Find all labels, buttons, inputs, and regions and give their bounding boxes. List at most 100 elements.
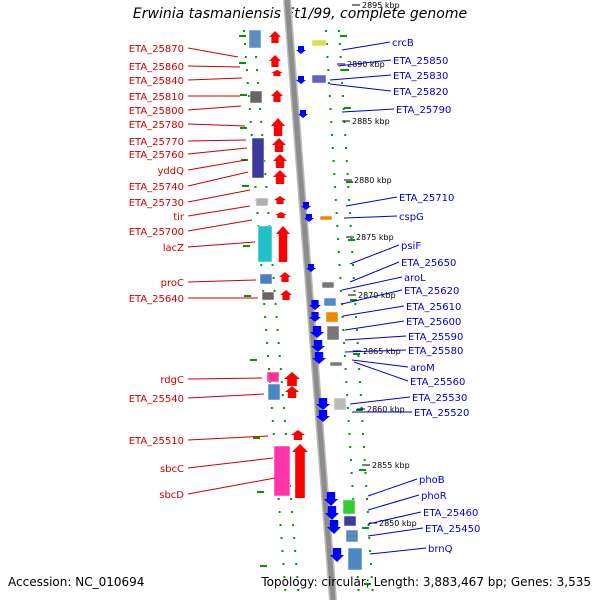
left-gene-labels: ETA_25870ETA_25860ETA_25840ETA_25810ETA_… <box>129 44 276 501</box>
right-gene-label: ETA_25790 <box>396 105 451 116</box>
left-label-leader <box>187 65 241 68</box>
left-gene-label: ETA_25510 <box>129 436 184 447</box>
left-gene-label: ETA_25780 <box>129 120 184 131</box>
gene-box <box>347 547 363 571</box>
track-dot <box>272 277 275 279</box>
track-dot <box>354 303 357 305</box>
left-gene-label: ETA_25870 <box>129 44 184 55</box>
track-dot <box>339 56 342 58</box>
track-dot <box>279 524 282 526</box>
kbp-tick-label: 2885 kbp <box>352 117 390 126</box>
gene-box <box>266 371 280 383</box>
track-dot <box>255 56 258 58</box>
track-dot <box>368 537 371 539</box>
right-label-leader <box>329 83 392 92</box>
kbp-tick-label: 2895 kbp <box>362 1 400 10</box>
left-gene-label: ETA_25700 <box>129 227 184 238</box>
track-dot <box>280 381 283 383</box>
track-dot <box>293 537 296 539</box>
gene-box <box>325 311 339 323</box>
reverse-gene-arrow <box>327 520 341 534</box>
track-dot <box>366 511 369 513</box>
right-gene-label: ETA_25610 <box>406 302 461 313</box>
kbp-tick-label: 2850 kbp <box>379 519 417 528</box>
track-dot <box>326 56 329 58</box>
left-label-leader <box>187 47 239 58</box>
right-label-leader <box>329 74 392 81</box>
forward-gene-arrow <box>271 70 283 76</box>
track-dot <box>265 186 268 188</box>
track-dot <box>359 381 361 383</box>
gene-box <box>343 515 357 527</box>
track-dot <box>330 121 333 123</box>
left-gene-label: ETA_25540 <box>129 394 184 405</box>
right-label-leader <box>367 494 420 511</box>
track-dot <box>328 95 331 97</box>
track-dot <box>350 472 353 474</box>
track-dot <box>348 212 351 214</box>
reverse-gene-arrow <box>325 506 339 520</box>
track-dot <box>352 277 355 279</box>
forward-gene-arrow <box>284 372 300 386</box>
track-dot <box>243 30 245 32</box>
forward-gene-arrow <box>273 154 287 168</box>
reverse-gene-arrow <box>309 300 321 310</box>
track-dot <box>337 251 340 253</box>
track-dot <box>332 160 335 162</box>
track-dot <box>352 498 355 500</box>
left-label-leader <box>187 139 247 142</box>
track-dot <box>271 420 274 422</box>
track-dot <box>267 355 269 357</box>
track-dot <box>349 225 352 227</box>
track-dot <box>338 30 340 32</box>
track-dot <box>348 433 351 435</box>
gene-box <box>249 90 263 104</box>
gene-box <box>255 197 269 207</box>
track-dot <box>260 121 263 123</box>
left-gene-label: ETA_25730 <box>129 198 184 209</box>
gene-box <box>259 273 273 285</box>
left-gene-label: sbcC <box>160 464 184 475</box>
track-dot <box>250 134 253 136</box>
track-dot <box>356 576 359 578</box>
track-dot <box>283 420 286 422</box>
right-gene-label: brnQ <box>428 544 453 555</box>
track-dot <box>344 368 347 370</box>
gene-box <box>321 281 335 289</box>
track-dot <box>343 121 346 123</box>
track-dot <box>247 95 250 97</box>
right-label-leader <box>344 320 405 331</box>
forward-gene-arrow <box>275 212 287 218</box>
track-dot <box>351 251 354 253</box>
reverse-gene-arrow <box>301 202 311 210</box>
track-dot <box>357 589 360 591</box>
right-label-leader <box>341 108 395 113</box>
track-dot <box>278 355 281 357</box>
gene-box <box>267 383 281 401</box>
track-dot <box>362 446 365 448</box>
left-gene-label: ETA_25860 <box>129 62 184 73</box>
track-dot <box>334 186 337 188</box>
forward-gene-arrow <box>279 272 291 282</box>
gene-box <box>323 297 337 307</box>
track-dot <box>325 30 327 32</box>
right-label-leader <box>353 361 409 382</box>
topology-text: Topology: circular; Length: 3,883,467 bp… <box>261 575 591 589</box>
right-label-leader <box>344 349 407 353</box>
reverse-gene-arrow <box>316 398 330 410</box>
right-gene-label: ETA_25530 <box>412 393 467 404</box>
right-gene-label: aroM <box>410 363 435 374</box>
track-dot <box>345 160 348 162</box>
track-dot <box>343 342 346 344</box>
left-gene-label: ETA_25840 <box>129 76 184 87</box>
track-dot <box>263 160 266 162</box>
right-label-leader <box>341 41 391 51</box>
track-dot <box>284 433 287 435</box>
forward-gene-arrow <box>271 118 285 136</box>
right-label-leader <box>342 305 405 317</box>
track-dot <box>275 316 278 318</box>
gene-box <box>345 529 359 543</box>
track-dot <box>346 173 349 175</box>
forward-gene-arrow <box>274 196 286 204</box>
gene-box <box>273 445 291 497</box>
